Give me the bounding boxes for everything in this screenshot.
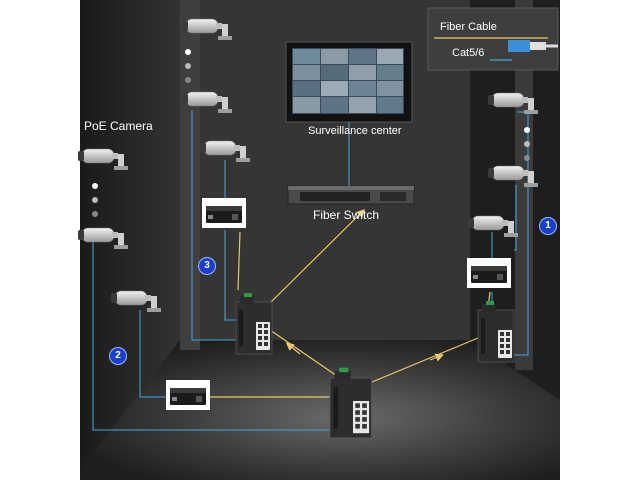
industrial-switch-icon bbox=[235, 292, 273, 355]
fiber-switch-icon bbox=[287, 185, 415, 205]
monitor-wall-icon bbox=[285, 41, 413, 123]
fiber-cables bbox=[210, 209, 491, 398]
left-wall bbox=[80, 0, 180, 470]
rj45-connector-icon bbox=[508, 40, 558, 52]
badge-one: 1 bbox=[539, 217, 557, 235]
industrial-switch-icon bbox=[329, 367, 372, 439]
media-converter-icon bbox=[467, 258, 511, 288]
ellipsis-dots bbox=[92, 49, 530, 217]
floor bbox=[80, 340, 560, 480]
legend-cat-label: Cat5/6 bbox=[452, 47, 485, 59]
badge-two: 2 bbox=[109, 347, 127, 365]
copper-cables bbox=[92, 110, 529, 431]
poe-camera-label: PoE Camera bbox=[84, 119, 153, 133]
media-converter-icon bbox=[202, 198, 246, 228]
legend-box bbox=[427, 7, 559, 71]
pillar-left bbox=[180, 0, 200, 350]
media-converter-icon bbox=[166, 380, 210, 410]
surveillance-center-label: Surveillance center bbox=[308, 125, 402, 137]
industrial-switch-icon bbox=[477, 300, 515, 363]
fiber-switch-label: Fiber Switch bbox=[313, 208, 380, 222]
legend-fiber-label: Fiber Cable bbox=[440, 21, 497, 33]
badge-three: 3 bbox=[198, 257, 216, 275]
